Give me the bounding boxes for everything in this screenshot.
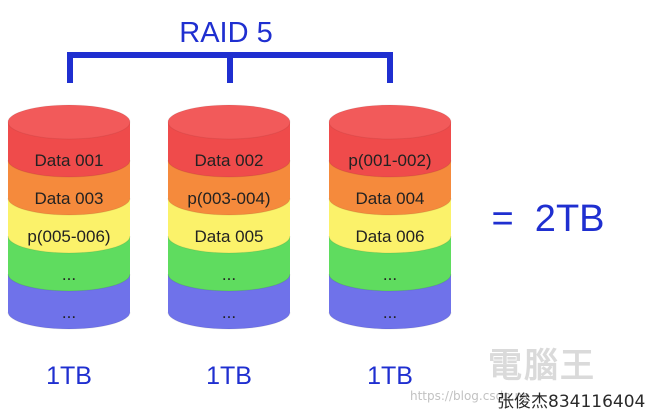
disk-1: ...... p(005-006) Data 003 Data 001 1TB (7, 104, 131, 390)
layer-edge (328, 273, 452, 292)
disk-top (167, 104, 291, 140)
layer-edge (7, 235, 131, 254)
layer-label: Data 003 (35, 189, 104, 208)
layer-label: Data 006 (356, 227, 425, 246)
layer-label: Data 005 (195, 227, 264, 246)
layer-label: p(005-006) (27, 227, 110, 246)
total-capacity: = 2TB (492, 198, 605, 240)
raid-bracket (67, 52, 393, 83)
layer-label: ... (222, 265, 236, 284)
disk-top (328, 104, 452, 140)
layer-label: Data 002 (195, 151, 264, 170)
layer-edge (7, 159, 131, 178)
layer-label: ... (222, 303, 236, 322)
layer-label: ... (383, 303, 397, 322)
layer-label: ... (383, 265, 397, 284)
layer-edge (328, 159, 452, 178)
layer-label: p(003-004) (187, 189, 270, 208)
layer-edge (167, 197, 291, 216)
layer-label: ... (62, 303, 76, 322)
layer-edge (167, 311, 291, 330)
disk-capacity: 1TB (206, 362, 252, 390)
layer-edge (328, 311, 452, 330)
disk-2: ...... Data 005 p(003-004) Data 002 1TB (167, 104, 291, 390)
disk-capacity: 1TB (46, 362, 92, 390)
watermark-author: 张俊杰834116404 (497, 392, 646, 412)
layer-edge (328, 235, 452, 254)
layer-edge (167, 273, 291, 292)
layer-edge (167, 159, 291, 178)
layer-label: ... (62, 265, 76, 284)
layer-edge (7, 311, 131, 330)
layer-label: Data 004 (356, 189, 425, 208)
diagram-title: RAID 5 (179, 17, 272, 49)
watermark-logo: 電腦王 (488, 346, 596, 386)
layer-edge (167, 235, 291, 254)
disk-capacity: 1TB (367, 362, 413, 390)
layer-edge (7, 197, 131, 216)
disk-top (7, 104, 131, 140)
layer-edge (7, 273, 131, 292)
disk-group: ...... p(005-006) Data 003 Data 001 1TB.....… (7, 104, 452, 390)
layer-label: Data 001 (35, 151, 104, 170)
layer-edge (328, 197, 452, 216)
watermark-url: https://blog.csdn.ne (410, 389, 530, 403)
disk-3: ...... Data 006 Data 004 p(001-002) 1TB (328, 104, 452, 390)
layer-label: p(001-002) (348, 151, 431, 170)
